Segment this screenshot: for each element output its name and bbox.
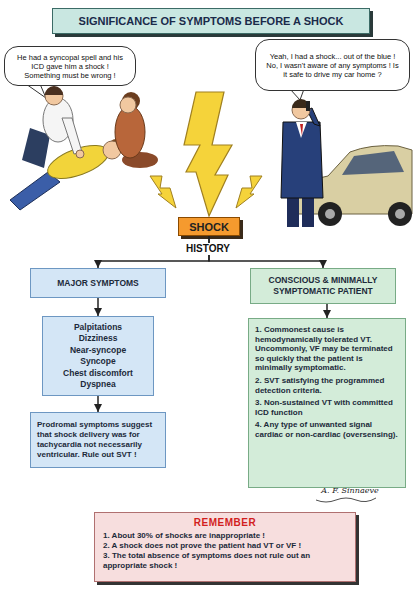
- phone: [306, 101, 310, 111]
- signature-flourish: [316, 498, 376, 502]
- box-text: 3. The total absence of symptoms does no…: [103, 551, 347, 571]
- lightning-bolt: [184, 92, 232, 216]
- box-text: 1. Commonest cause is hemodynamically to…: [255, 325, 399, 373]
- flow-arrow: [97, 396, 99, 412]
- bubble-tail: [26, 84, 46, 98]
- patient-legs: [10, 172, 60, 210]
- box-text: Syncope: [80, 356, 115, 368]
- box-text: MAJOR SYMPTOMS: [57, 278, 139, 289]
- car-wheel: [388, 202, 412, 226]
- speech-bubble: He had a syncopal spell and his ICD gave…: [4, 46, 136, 86]
- box-text: Chest discomfort: [63, 368, 133, 380]
- helper-body: [115, 106, 145, 158]
- box-text: He had a syncopal spell and his ICD gave…: [13, 53, 127, 80]
- cause-list: 1. Commonest cause is hemodynamically to…: [248, 318, 406, 488]
- header-box: MAJOR SYMPTOMS: [30, 268, 166, 298]
- car-hub: [325, 209, 335, 219]
- flow-arrow: [209, 236, 323, 268]
- box-text: Dyspnea: [80, 379, 115, 391]
- flow-arrow: [98, 236, 209, 268]
- flow-arrow: [326, 304, 328, 318]
- box-text: 2. A shock does not prove the patient ha…: [103, 541, 347, 551]
- man-leg: [287, 195, 299, 227]
- man-body: [281, 122, 323, 198]
- box-text: 1. About 30% of shocks are inappropriate…: [103, 531, 347, 541]
- box-text: CONSCIOUS & MINIMALLY SYMPTOMATIC PATIEN…: [257, 275, 389, 297]
- speech-bubble: Yeah, I had a shock... out of the blue !…: [255, 39, 410, 91]
- box-text: 4. Any type of unwanted signal cardiac o…: [255, 420, 399, 439]
- signature: A. F. Sinnaeve: [310, 486, 390, 495]
- rescuer-hair: [45, 86, 63, 95]
- flow-arrow: [97, 298, 99, 316]
- rescuer-arm: [62, 118, 82, 154]
- car-window: [342, 151, 404, 175]
- rescuer-head: [45, 87, 63, 105]
- lightning-bolt: [236, 176, 262, 208]
- shock-box: SHOCK: [178, 217, 240, 236]
- box-text: Near-syncope: [70, 345, 126, 357]
- note-box: Prodromal symptoms suggest that shock de…: [30, 412, 166, 468]
- car-wheel: [318, 202, 342, 226]
- reminder-box: REMEMBER 1. About 30% of shocks are inapp…: [94, 512, 356, 582]
- symptom-list: PalpitationsDizzinessNear-syncopeSyncope…: [42, 316, 154, 396]
- history-label: HISTORY: [181, 243, 235, 255]
- box-text: Dizziness: [79, 333, 118, 345]
- box-text: SHOCK: [189, 221, 229, 233]
- box-text: REMEMBER: [103, 517, 347, 528]
- man-leg: [302, 195, 314, 227]
- man-shirt: [296, 122, 307, 138]
- helper-head: [120, 97, 136, 113]
- man-tie: [300, 124, 303, 136]
- rescuer-hands: [76, 150, 84, 158]
- box-text: 3. Non-sustained VT with committed ICD f…: [255, 398, 399, 417]
- header-box: CONSCIOUS & MINIMALLY SYMPTOMATIC PATIEN…: [250, 268, 396, 304]
- title-band: SIGNIFICANCE OF SYMPTOMS BEFORE A SHOCK: [52, 8, 370, 34]
- box-text: 2. SVT satisfying the programmed detecti…: [255, 376, 399, 395]
- box-text: Palpitations: [74, 322, 122, 334]
- lightning-bolt: [150, 176, 176, 208]
- car-hub: [395, 209, 405, 219]
- rescuer-legs: [22, 128, 50, 168]
- box-text: Prodromal symptoms suggest that shock de…: [37, 420, 159, 460]
- box-text: Yeah, I had a shock... out of the blue !…: [264, 52, 401, 79]
